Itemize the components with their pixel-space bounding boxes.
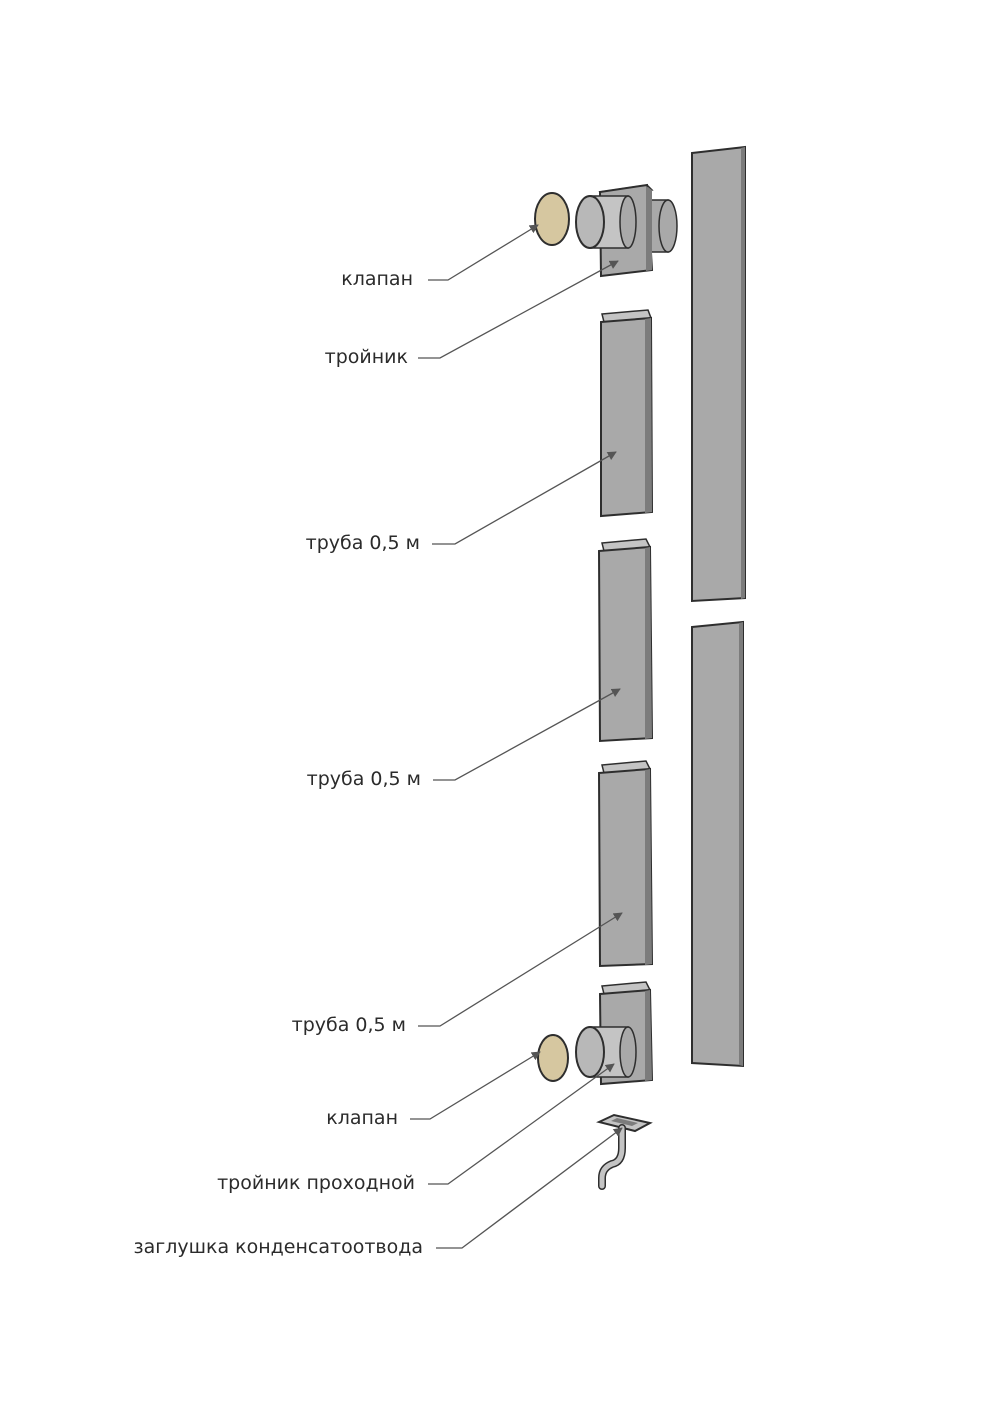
leader-pipe-3	[418, 912, 623, 1027]
wall-panel-upper	[691, 145, 746, 603]
leader-valve-top	[428, 224, 539, 281]
leader-pipe-2	[433, 688, 621, 781]
pipe-3-part	[597, 760, 654, 968]
label-condensate-plug: заглушка конденсатоотвода	[133, 1236, 423, 1258]
tee-top-part	[575, 183, 678, 278]
leader-valve-bottom	[410, 1051, 541, 1120]
leader-condensate-plug	[436, 1127, 623, 1249]
leader-lines	[410, 224, 623, 1249]
label-tee-top: тройник	[324, 346, 408, 368]
pipe-1-part	[600, 309, 654, 518]
label-pipe-1: труба 0,5 м	[305, 532, 420, 554]
valve-top-part	[534, 192, 570, 246]
label-valve-top: клапан	[341, 268, 413, 290]
label-tee-through: тройник проходной	[217, 1172, 415, 1194]
pipe-2-part	[597, 538, 654, 743]
label-pipe-3: труба 0,5 м	[291, 1014, 406, 1036]
condensate-plug-part	[596, 1113, 653, 1190]
tee-through-part	[575, 981, 654, 1086]
wall-panel-lower	[691, 620, 744, 1068]
leader-tee-top	[418, 260, 619, 359]
label-pipe-2: труба 0,5 м	[306, 768, 421, 790]
leader-pipe-1	[432, 451, 617, 545]
label-valve-bottom: клапан	[326, 1107, 398, 1129]
leader-tee-through	[428, 1063, 615, 1185]
valve-bottom-part	[537, 1034, 569, 1082]
